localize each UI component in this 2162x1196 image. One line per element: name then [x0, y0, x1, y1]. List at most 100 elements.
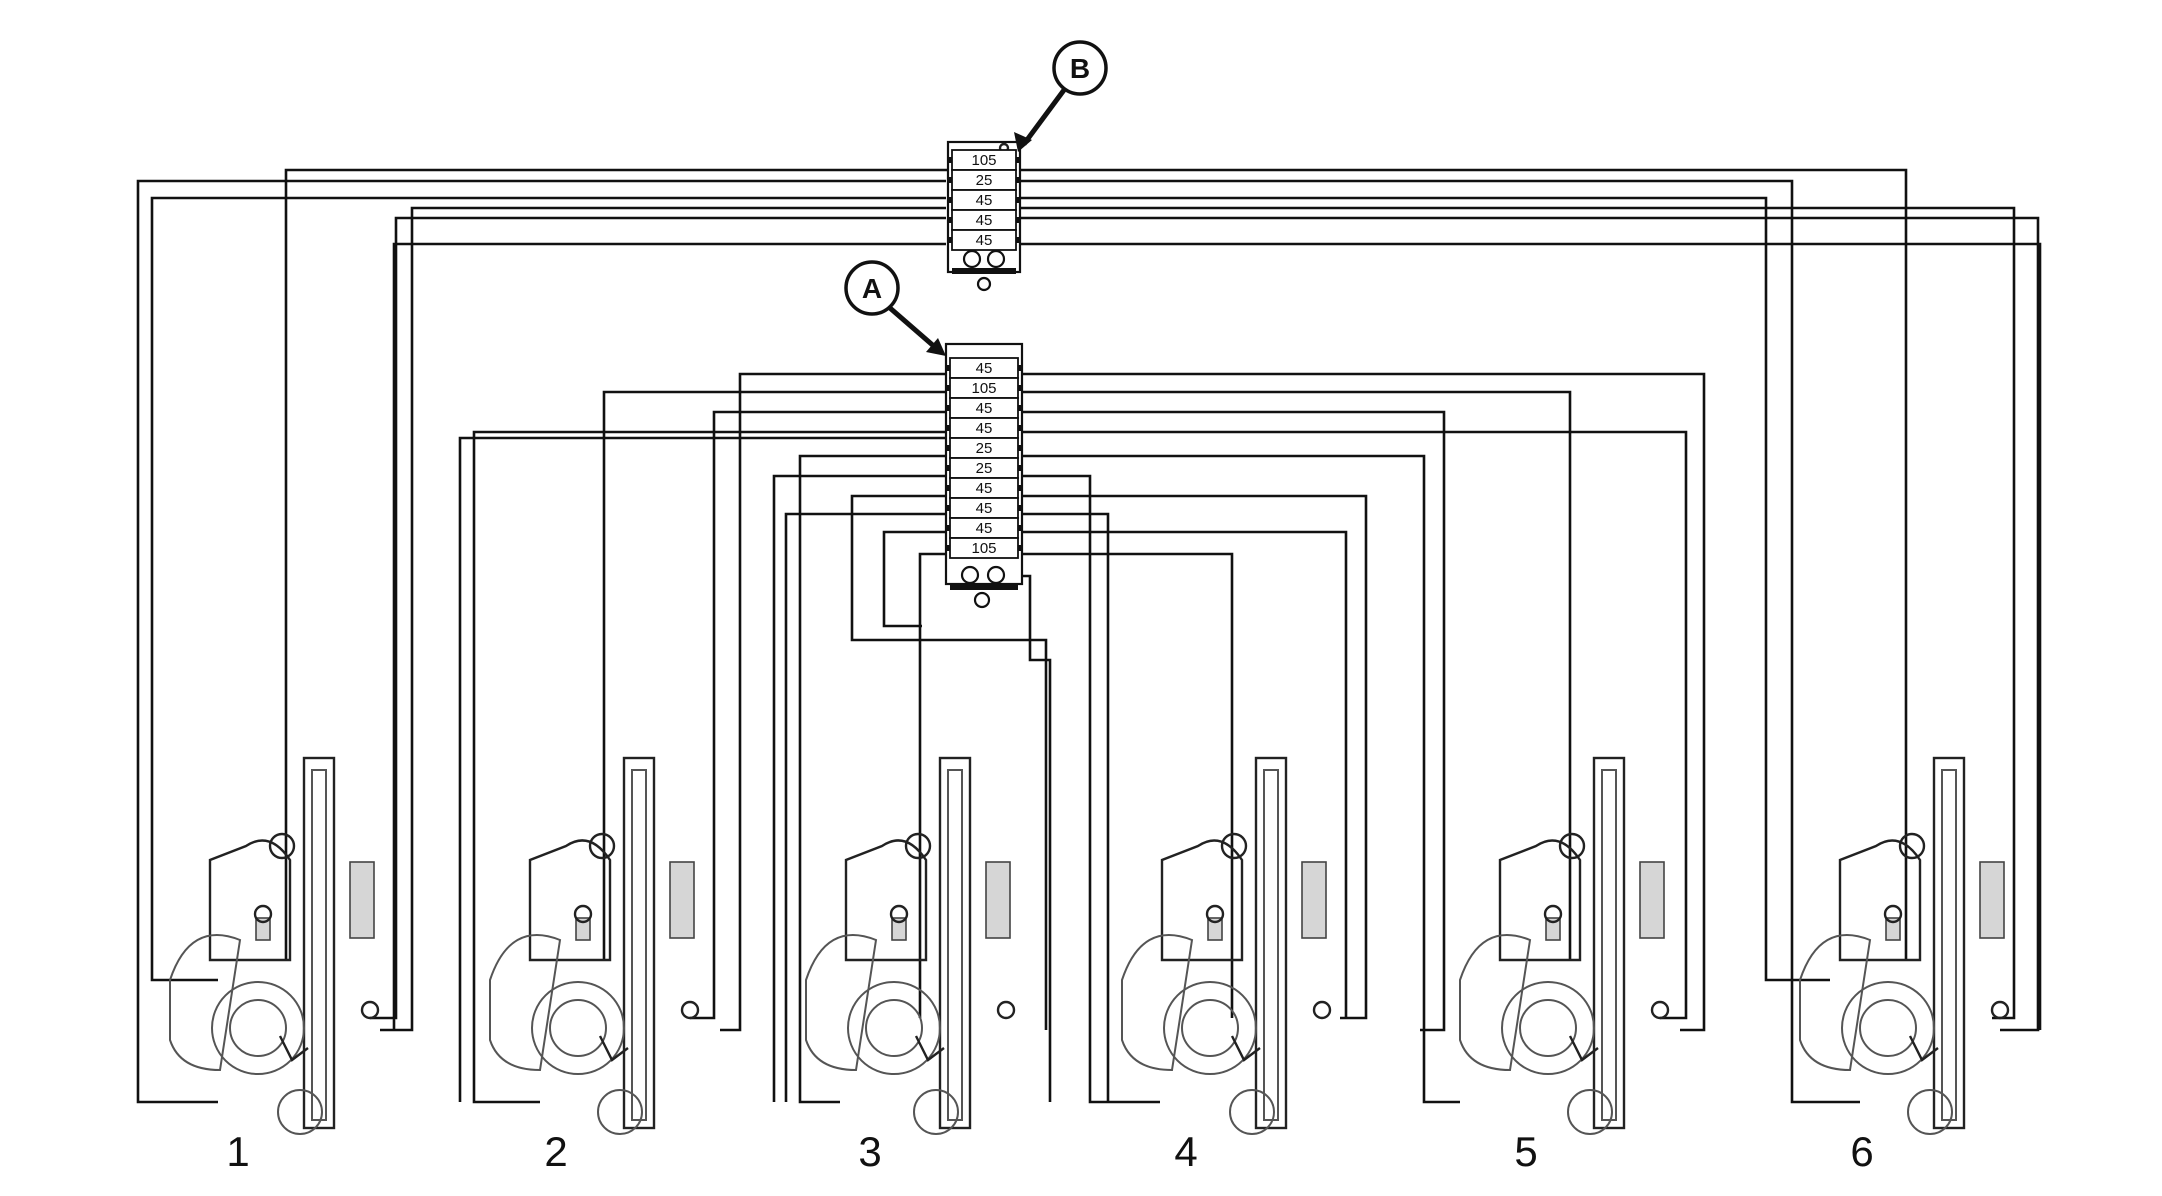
manifold-b-slot-label: 45	[976, 192, 993, 209]
manifold-b-base	[952, 268, 1016, 274]
mechanism-fitting	[1650, 1000, 1670, 1020]
manifold-a-fitting	[973, 591, 991, 609]
pneumatic-line	[850, 494, 1048, 1030]
manifold-a-slot-label: 45	[976, 480, 993, 497]
pneumatic-line	[1020, 216, 2040, 1032]
mechanism-gear	[913, 1089, 959, 1135]
manifold-a-slot-label: 25	[976, 440, 993, 457]
mechanism-valve	[1885, 917, 1901, 941]
manifold-b-port-2	[986, 249, 1006, 269]
manifold-b-port-left	[947, 157, 952, 163]
manifold-b-port-right	[1016, 197, 1021, 203]
pneumatic-line	[1022, 552, 1234, 1018]
mechanism-unit-2	[489, 756, 700, 1135]
unit-label-2: 2	[544, 1128, 567, 1175]
mechanism-unit-6	[1799, 756, 2010, 1135]
mechanism-housing	[1160, 839, 1244, 962]
manifold-b-slot-label: 45	[976, 232, 993, 249]
mechanism-cam	[169, 934, 242, 1072]
mechanism-rail	[1254, 756, 1288, 1130]
manifold-b: 105 25 45 45 45	[946, 140, 1022, 292]
manifold-a-port-left	[945, 365, 950, 371]
manifold-a-port-left	[945, 545, 950, 551]
mechanism-pivot	[904, 832, 932, 860]
pneumatic-line	[772, 474, 946, 1102]
callout-b: B	[1014, 40, 1108, 152]
manifold-a-port-left	[945, 485, 950, 491]
pneumatic-line	[602, 390, 946, 960]
pneumatic-line	[798, 454, 946, 1104]
unit-label-3: 3	[858, 1128, 881, 1175]
manifold-a-slot-label: 45	[976, 500, 993, 517]
unit-label-6: 6	[1850, 1128, 1873, 1175]
mechanism-linkage	[598, 1035, 629, 1062]
mechanism-rail-inner	[1601, 769, 1617, 1121]
mechanism-housing	[1838, 839, 1922, 962]
manifold-b-port-1	[962, 249, 982, 269]
pneumatic-line	[1022, 530, 1348, 1018]
mechanism-valve-cap	[573, 904, 593, 924]
manifold-b-port-left	[947, 177, 952, 183]
mechanism-gear	[1229, 1089, 1275, 1135]
manifold-a-slot-label: 45	[976, 420, 993, 437]
mechanism-wheel	[1163, 981, 1257, 1075]
manifold-b-port-right	[1016, 157, 1021, 163]
mechanism-cam	[805, 934, 878, 1072]
manifold-a-port-right	[1018, 465, 1023, 471]
mechanism-wheel	[1501, 981, 1595, 1075]
manifold-b-slot-label: 25	[976, 172, 993, 189]
manifold-a-base	[950, 584, 1018, 590]
mechanism-plate	[669, 861, 695, 939]
mechanisms	[169, 756, 2010, 1135]
mechanism-rail-inner	[1941, 769, 1957, 1121]
mechanism-valve	[255, 917, 271, 941]
mechanism-housing	[528, 839, 612, 962]
pneumatic-line	[918, 552, 946, 1018]
manifold-b-slot-label: 105	[971, 152, 996, 169]
manifold-a-port-right	[1018, 485, 1023, 491]
mechanism-plate	[985, 861, 1011, 939]
mechanism-valve-cap	[253, 904, 273, 924]
mechanism-unit-5	[1459, 756, 1670, 1135]
mechanism-pivot	[1898, 832, 1926, 860]
callout-a: A	[844, 260, 946, 356]
manifold-b-slot-label: 45	[976, 212, 993, 229]
manifold-a-port-left	[945, 525, 950, 531]
manifold-a-port-1	[960, 565, 980, 585]
manifold-a-port-left	[945, 385, 950, 391]
pneumatic-line	[392, 242, 946, 1030]
manifold-a-port-left	[945, 505, 950, 511]
mechanism-linkage	[278, 1035, 309, 1062]
callout-b-circle	[1052, 40, 1108, 96]
callout-a-label: A	[862, 273, 882, 304]
mechanism-cam	[1459, 934, 1532, 1072]
pneumatic-line	[1020, 179, 1860, 1104]
mechanism-valve-cap	[889, 904, 909, 924]
manifold-a-port-right	[1018, 525, 1023, 531]
manifold-b-port-right	[1016, 217, 1021, 223]
pneumatic-line	[1022, 512, 1110, 1102]
mechanism-linkage	[1568, 1035, 1599, 1062]
manifold-b-port-right	[1016, 237, 1021, 243]
unit-label-1: 1	[226, 1128, 249, 1175]
callout-a-arrowhead	[926, 338, 946, 356]
mechanism-fitting	[1990, 1000, 2010, 1020]
mechanism-valve	[1545, 917, 1561, 941]
mechanism-valve-cap	[1883, 904, 1903, 924]
pneumatic-line	[380, 206, 946, 1032]
mechanism-rail	[1932, 756, 1966, 1130]
mechanism-gear	[277, 1089, 323, 1135]
mechanism-pivot	[588, 832, 616, 860]
mechanism-valve	[1207, 917, 1223, 941]
mechanism-fitting	[360, 1000, 380, 1020]
mechanism-rail	[938, 756, 972, 1130]
manifold-a-slot-label: 105	[971, 540, 996, 557]
mechanism-wheel	[847, 981, 941, 1075]
manifold-a-port-right	[1018, 385, 1023, 391]
manifold-b-fitting	[976, 276, 992, 292]
mechanism-valve	[575, 917, 591, 941]
mechanism-linkage	[1908, 1035, 1939, 1062]
mechanism-valve	[891, 917, 907, 941]
manifold-a-port-left	[945, 465, 950, 471]
